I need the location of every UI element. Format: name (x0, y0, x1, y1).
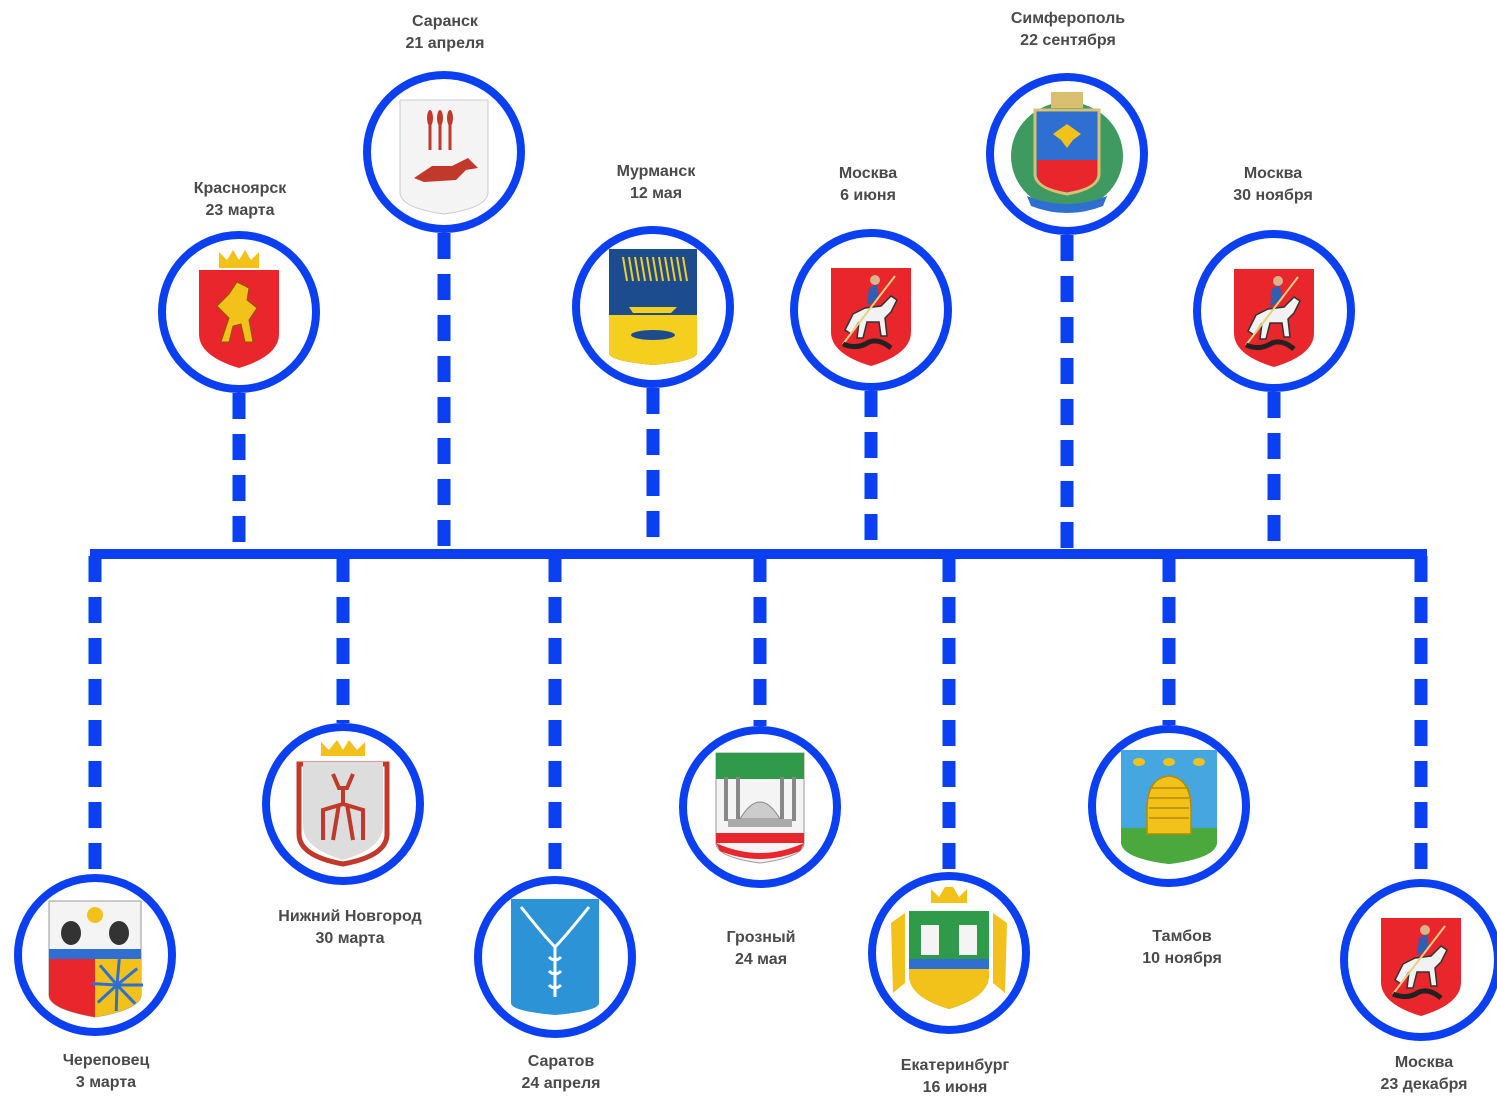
event-city: Грозный (726, 929, 796, 946)
event-date: 6 июня (840, 187, 896, 204)
event-city: Москва (1243, 165, 1303, 182)
event-label: Нижний Новгород 30 марта (240, 906, 460, 950)
event-city: Красноярск (193, 180, 287, 197)
saratov-coat-of-arms (511, 899, 599, 1015)
event-date: 30 марта (315, 930, 385, 947)
event-label: Грозный 24 мая (651, 927, 871, 971)
event-label: Саранск 21 апреля (335, 11, 555, 55)
event-date: 16 июня (922, 1079, 988, 1096)
event-date: 24 апреля (521, 1075, 601, 1092)
event-label: Тамбов 10 ноября (1072, 926, 1292, 970)
event-city: Москва (838, 165, 898, 182)
moscow-coat-of-arms (831, 268, 911, 366)
event-label: Саратов 24 апреля (451, 1051, 671, 1095)
event-label: Москва 6 июня (758, 163, 978, 207)
event-label: Красноярск 23 марта (130, 178, 350, 222)
grozny-coat-of-arms (715, 752, 805, 864)
cherepovets-coat-of-arms (48, 900, 143, 1018)
event-date: 23 марта (205, 202, 275, 219)
event-label: Москва 30 ноября (1163, 163, 1383, 207)
murmansk-coat-of-arms (609, 249, 697, 365)
event-label: Череповец 3 марта (0, 1050, 216, 1094)
event-label: Симферополь 22 сентября (958, 8, 1178, 52)
event-city: Екатеринбург (900, 1057, 1010, 1074)
event-label: Москва 23 декабря (1314, 1052, 1497, 1096)
event-city: Москва (1394, 1054, 1454, 1071)
event-city: Череповец (62, 1052, 150, 1069)
event-city: Мурманск (616, 163, 696, 180)
tambov-coat-of-arms (1121, 750, 1217, 864)
event-date: 12 мая (629, 185, 683, 202)
event-label: Мурманск 12 мая (546, 161, 766, 205)
event-date: 3 марта (75, 1074, 137, 1091)
event-date: 23 декабря (1380, 1076, 1468, 1093)
event-date: 24 мая (734, 951, 788, 968)
event-date: 10 ноября (1142, 950, 1222, 967)
event-date: 21 апреля (405, 35, 485, 52)
simferopol-coat-of-arms (1011, 92, 1123, 213)
yekaterinburg-coat-of-arms (891, 887, 1007, 1009)
moscow-coat-of-arms (1381, 918, 1461, 1016)
nizhny-novgorod-coat-of-arms (296, 740, 390, 867)
event-city: Симферополь (1010, 10, 1126, 27)
event-label: Екатеринбург 16 июня (845, 1055, 1065, 1099)
moscow-coat-of-arms (1234, 269, 1314, 367)
saransk-coat-of-arms (399, 99, 489, 215)
event-city: Тамбов (1152, 928, 1212, 945)
event-city: Нижний Новгород (278, 908, 422, 925)
event-city: Саранск (412, 13, 478, 30)
krasnoyarsk-coat-of-arms (199, 250, 279, 368)
event-date: 22 сентября (1020, 32, 1116, 49)
event-city: Саратов (527, 1053, 595, 1070)
event-date: 30 ноября (1233, 187, 1313, 204)
